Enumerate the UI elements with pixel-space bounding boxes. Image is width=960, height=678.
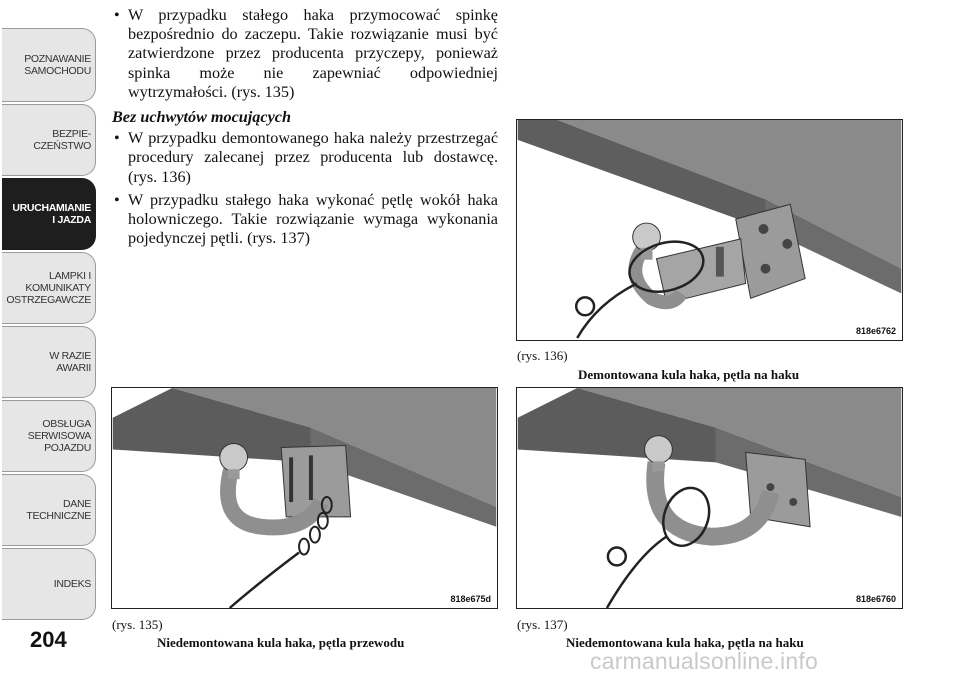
removable-ball-hitch-drawing bbox=[517, 120, 902, 339]
fixed-ball-hitch-loop-drawing bbox=[517, 388, 902, 608]
page-number: 204 bbox=[30, 627, 67, 652]
bullet-permanent-hitch-clip: W przypadku stałego haka przymocować spi… bbox=[112, 6, 498, 102]
figure-136-image: 818e6762 bbox=[516, 119, 903, 341]
tab-label-line: LAMPKI I bbox=[49, 270, 91, 282]
bullet-permanent-hitch-loop: W przypadku stałego haka wykonać pętlę w… bbox=[112, 191, 498, 249]
tab-label-line: POZNAWANIE bbox=[24, 53, 91, 65]
figure-137-code: 818e6760 bbox=[855, 594, 896, 604]
tab-label-line: DANE bbox=[63, 498, 91, 510]
figure-135-image: 818e675d bbox=[111, 387, 498, 609]
figure-136-caption: Demontowana kula haka, pętla na haku bbox=[578, 367, 800, 382]
tab-label-line: INDEKS bbox=[53, 578, 92, 590]
tab-label-line: W RAZIE bbox=[49, 350, 91, 362]
tab-bezpieczenstwo[interactable]: BEZPIE-CZEŃSTWO bbox=[2, 104, 96, 176]
figure-135-caption: Niedemontowana kula haka, pętla przewodu bbox=[157, 635, 405, 650]
tab-label-line: URUCHAMIANIE bbox=[12, 202, 91, 214]
figure-137-ref: (rys. 137) bbox=[517, 617, 568, 632]
figure-136-ref: (rys. 136) bbox=[517, 348, 568, 363]
tab-indeks[interactable]: INDEKS bbox=[2, 548, 96, 620]
fixed-ball-hitch-cable-drawing bbox=[112, 388, 497, 608]
tab-label-line: SAMOCHODU bbox=[24, 65, 91, 77]
text-column: W przypadku stałego haka przymocować spi… bbox=[112, 6, 498, 252]
figure-135-ref: (rys. 135) bbox=[112, 617, 163, 632]
figure-136-code: 818e6762 bbox=[855, 326, 896, 336]
tab-label-line: TECHNICZNE bbox=[26, 510, 91, 522]
subheading-no-mounting-brackets: Bez uchwytów mocujących bbox=[112, 108, 291, 127]
tab-label-line: OBSŁUGA bbox=[42, 418, 91, 430]
tab-label-line: AWARII bbox=[56, 362, 91, 374]
tab-label-line: SERWISOWA bbox=[27, 430, 92, 442]
bullet-removable-hitch: W przypadku demontowanego haka należy pr… bbox=[112, 129, 498, 187]
tab-label-line: KOMUNIKATY bbox=[25, 282, 91, 294]
tab-label-line: POJAZDU bbox=[44, 442, 91, 454]
figure-137-caption: Niedemontowana kula haka, pętla na haku bbox=[566, 635, 804, 650]
tab-label-line: BEZPIE- bbox=[52, 128, 91, 140]
figure-137-image: 818e6760 bbox=[516, 387, 903, 609]
tab-label-line: CZEŃSTWO bbox=[33, 140, 91, 152]
tab-label-line: OSTRZEGAWCZE bbox=[6, 294, 91, 306]
watermark: carmanualsonline.info bbox=[590, 648, 818, 674]
tab-label-line: I JAZDA bbox=[52, 214, 91, 226]
figure-135-code: 818e675d bbox=[450, 594, 491, 604]
